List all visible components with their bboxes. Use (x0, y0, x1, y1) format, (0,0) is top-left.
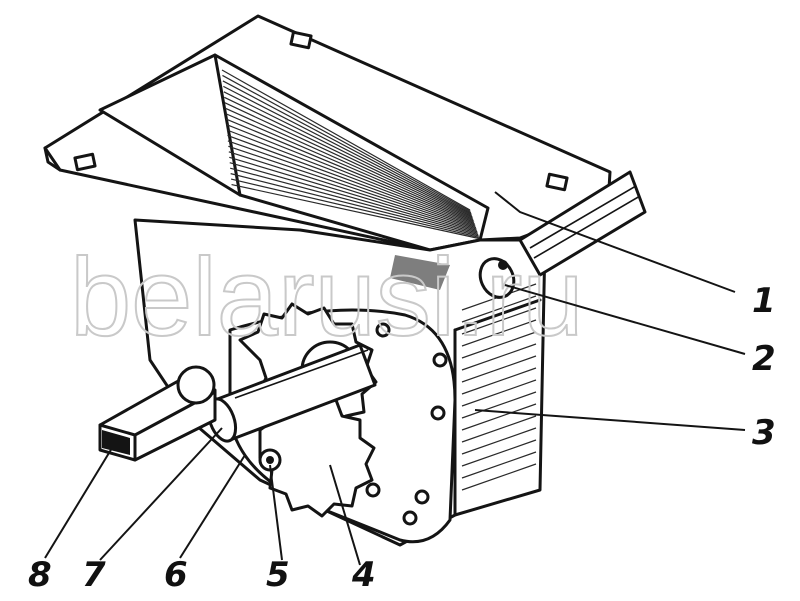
hopper-shading-line (221, 69, 471, 211)
body-shading-line (461, 319, 537, 347)
body-shading-line (461, 343, 537, 371)
leader-8 (44, 447, 113, 559)
callout-8: 8 (28, 555, 52, 595)
hopper-shading-line (225, 118, 475, 223)
leader-1 (494, 191, 736, 293)
leader-7 (99, 427, 223, 561)
body-shading-line (461, 295, 537, 323)
hopper-shading-line (223, 85, 472, 215)
drive-shaft-square (98, 365, 217, 462)
callout-7: 7 (82, 555, 106, 595)
plate-bolt (402, 510, 418, 526)
hopper-shading-line (225, 113, 474, 222)
hopper-shading-line (230, 167, 479, 236)
leader-lines (44, 191, 746, 566)
hopper-shading-line (228, 151, 477, 232)
right-fitting (478, 257, 516, 299)
hopper-shading-line (230, 178, 480, 238)
body-shading-line (461, 379, 537, 407)
leader-3 (474, 409, 746, 431)
hopper-shading-line (222, 74, 471, 212)
plate-bolt (414, 489, 430, 505)
hopper-shading-line (231, 183, 480, 240)
plate-bolt (432, 352, 448, 368)
body-shading-line (461, 403, 537, 431)
body-shading-line (461, 331, 537, 359)
hopper-shading-line (226, 129, 476, 226)
upper-shaft (206, 343, 377, 443)
hopper-shading-line (222, 80, 472, 214)
plate-bolt (375, 322, 391, 338)
hopper-shading-line (224, 96, 473, 218)
hopper-shading-line (224, 102, 473, 219)
callout-2: 2 (752, 339, 776, 379)
flange-hole (545, 172, 569, 192)
callout-3: 3 (752, 413, 776, 453)
body-shading-line (461, 355, 537, 383)
body-shading-line (461, 307, 537, 335)
hopper-shading-line (228, 145, 477, 230)
hopper (98, 53, 490, 252)
body-shading-line (461, 463, 537, 491)
plate-bolt (365, 482, 381, 498)
hopper-shading-line (227, 140, 477, 229)
hopper-shading-line (230, 173, 479, 237)
callout-5: 5 (266, 555, 290, 595)
leader-4 (329, 464, 361, 566)
leader-5 (269, 464, 283, 561)
body-shading-line (461, 427, 537, 455)
body-shading-line (461, 391, 537, 419)
leader-2 (504, 284, 746, 355)
body-shading-line (461, 451, 537, 479)
hopper-shading-line (223, 91, 473, 216)
hopper-shading-line (229, 162, 478, 234)
hopper-shading-line (226, 123, 475, 225)
drive-tube (518, 170, 647, 277)
body-shading-line (461, 439, 537, 467)
flange-hole (73, 152, 97, 172)
hopper-slot (390, 255, 450, 290)
hopper-shading-line (224, 107, 474, 221)
callout-labels: 1 2 3 4 5 6 7 8 (28, 281, 776, 595)
callout-4: 4 (351, 555, 376, 595)
hopper-shading-line (227, 134, 476, 227)
flange-hole (289, 30, 313, 50)
body-shading-line (461, 415, 537, 443)
leader-6 (179, 454, 246, 559)
watermark-text: belarusi.ru (70, 236, 584, 359)
plate-bolt (430, 405, 446, 421)
callout-6: 6 (164, 555, 188, 595)
body-shading-line (461, 367, 537, 395)
callout-1: 1 (752, 281, 776, 321)
hopper-shading-line (229, 156, 478, 233)
